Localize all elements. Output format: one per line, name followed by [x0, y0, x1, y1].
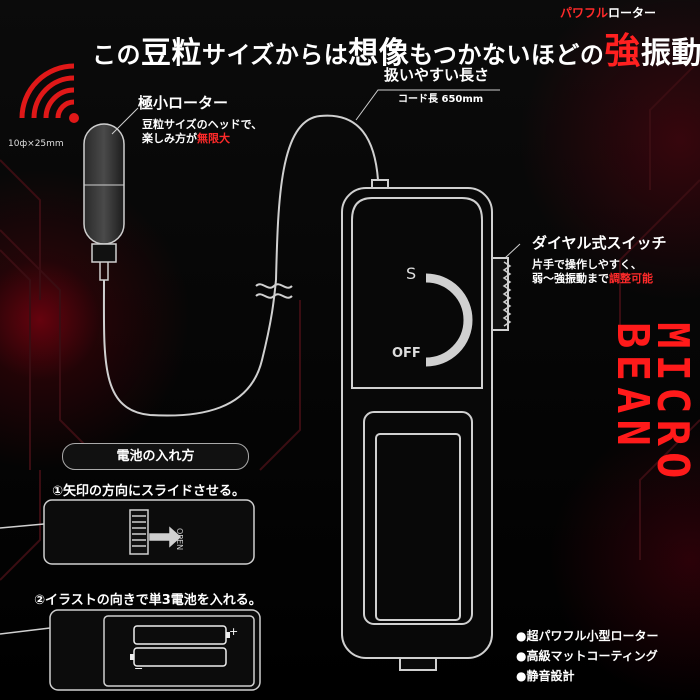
controller-illustration: [341, 179, 512, 671]
battery-plus-sign: +: [229, 625, 239, 638]
feature-list: ●超パワフル小型ローター ●高級マットコーティング ●静音設計: [516, 626, 658, 686]
cord-illustration: [102, 114, 381, 417]
dial-description: 片手で操作しやすく、 弱〜強振動まで調整可能: [532, 258, 653, 286]
battery-compartment-illustration: [0, 609, 261, 691]
feature-item: ●超パワフル小型ローター: [516, 629, 659, 643]
headline-part-5: もつかないほどの: [409, 41, 605, 69]
powerful-rotor-tag: パワフルローター: [560, 4, 656, 21]
battery-step-2: ②イラストの向きで単3電池を入れる。: [34, 593, 262, 608]
leader-lines: [111, 89, 521, 259]
rotor-desc-line2: 楽しみ方が無限大: [142, 132, 262, 146]
dial-desc-line1: 片手で操作しやすく、: [532, 258, 642, 271]
feature-item: ●静音設計: [516, 669, 575, 683]
headline-part-6: 強: [604, 31, 641, 72]
rotor-desc-line2-pre: 楽しみ方が: [142, 132, 197, 145]
cord-title: 扱いやすい長さ: [384, 66, 490, 84]
dial-desc-line2-pre: 弱〜強振動まで: [532, 272, 609, 285]
rotor-description: 豆粒サイズのヘッドで、 楽しみ方が無限大: [142, 118, 262, 146]
headline-part-2: 豆粒: [141, 36, 202, 71]
headline-part-1: この: [92, 41, 141, 69]
battery-minus-sign: −: [134, 662, 144, 675]
rotor-dimensions: 10ф×25mm: [8, 139, 64, 149]
brand-logo: MICRO BEAN: [607, 322, 698, 485]
headline-part-3: サイズからは: [202, 41, 349, 69]
battery-step-1: ①矢印の方向にスライドさせる。: [52, 484, 246, 499]
cord-length: コード長 650mm: [398, 94, 484, 105]
open-label: OPEN: [175, 528, 184, 551]
headline-part-4: 想像: [348, 36, 410, 71]
rotor-title: 極小ローター: [138, 94, 229, 112]
tag-red-text: パワフル: [560, 6, 609, 20]
rotor-desc-line1: 豆粒サイズのヘッドで、: [142, 118, 263, 131]
headline: この豆粒サイズからは想像もつかないほどの強振動!: [92, 22, 700, 74]
dial-label-off: OFF: [392, 346, 421, 361]
feature-item: ●高級マットコーティング: [516, 649, 658, 663]
circuit-lines: [0, 59, 700, 581]
battery-cover-open-illustration: [0, 499, 255, 565]
dial-desc-line2-red: 調整可能: [609, 272, 653, 285]
dial-label-s: S: [406, 264, 417, 283]
battery-section-title: 電池の入れ方: [62, 443, 249, 470]
dial-desc-line2: 弱〜強振動まで調整可能: [532, 272, 653, 286]
vibration-waves-icon: [19, 63, 79, 123]
rotor-illustration: [83, 123, 125, 281]
tag-white-text: ローター: [608, 6, 657, 20]
dial-title: ダイヤル式スイッチ: [532, 234, 667, 252]
cord-break-mark: [255, 283, 293, 299]
headline-part-7: 振動!: [640, 36, 700, 71]
rotor-desc-line2-red: 無限大: [197, 132, 230, 145]
